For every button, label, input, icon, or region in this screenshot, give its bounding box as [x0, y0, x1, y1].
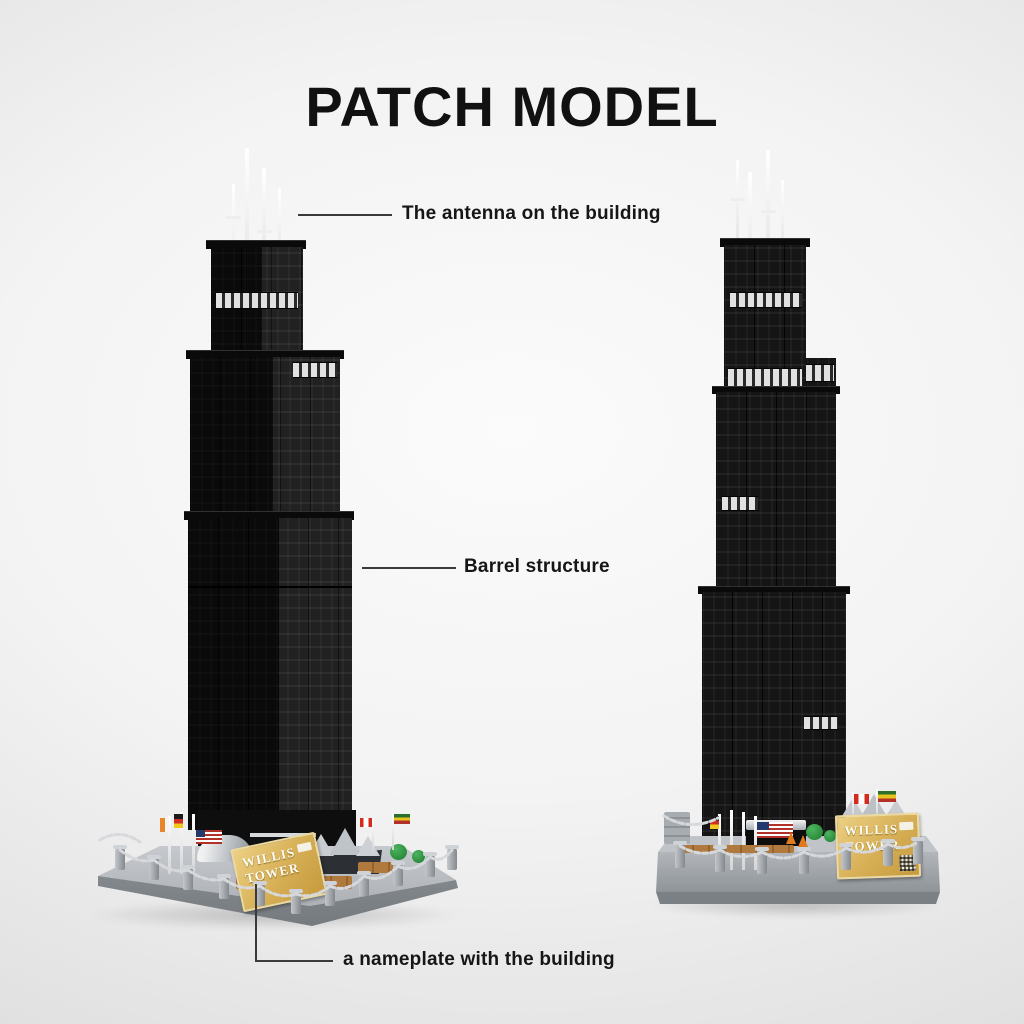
flagpole [718, 814, 721, 870]
callout-label-barrel: Barrel structure [464, 556, 610, 577]
lit-window-band [216, 292, 298, 309]
fence-pillar [391, 861, 405, 886]
callout-label-antenna: The antenna on the building [402, 203, 661, 224]
page-title: PATCH MODEL [305, 75, 719, 138]
nameplate-chip [296, 841, 313, 853]
crystal-sculpture-icon [330, 828, 360, 855]
canada-flag-icon [854, 794, 869, 804]
tower-roofline [712, 386, 840, 394]
antenna-mast-icon [736, 160, 739, 288]
fence-pillar [755, 847, 769, 874]
lit-window-band [728, 368, 802, 387]
tower-roofline [720, 238, 810, 247]
orange-pennant-icon [160, 818, 169, 832]
fence-pillar [673, 841, 687, 868]
lit-window-band [722, 496, 758, 511]
tower-roofline [184, 511, 354, 520]
tower-lower-tier [702, 592, 846, 845]
tower-seam [188, 586, 352, 588]
tower-lower-tier [188, 518, 352, 830]
tricolor-stripe-flag-icon [394, 814, 410, 824]
tricolor-stripe-flag-icon [878, 791, 896, 802]
flagpole [852, 792, 854, 818]
callout-line [255, 884, 257, 962]
fence-pillar [911, 837, 925, 864]
base-platform-bevel [656, 892, 940, 904]
fence-pillar [289, 889, 303, 914]
nameplate-chip [899, 821, 914, 831]
planter-brown [678, 845, 794, 853]
fence-pillar [217, 874, 231, 899]
germany-flag-icon [710, 816, 719, 829]
lit-window-band [293, 362, 337, 378]
callout-line [298, 214, 392, 216]
fence-pillar [839, 843, 853, 870]
nameplate-line1: WILLIS [844, 821, 899, 839]
callout-line [255, 960, 333, 962]
nameplate-text: WILLIS TOWER [241, 844, 301, 887]
tower-roofline [186, 350, 344, 359]
antenna-crossbar-icon [226, 216, 241, 219]
tree-icon [824, 830, 836, 842]
germany-flag-icon [174, 814, 183, 828]
lit-window-band [804, 716, 838, 730]
tower-top-tier [724, 245, 806, 392]
antenna-mast-icon [766, 150, 770, 312]
flagpole [168, 816, 171, 874]
flagpole [742, 812, 745, 870]
flagpole [392, 814, 394, 850]
antenna-mast-icon [262, 168, 266, 310]
tree-icon [806, 824, 823, 840]
callout-label-nameplate: a nameplate with the building [343, 949, 615, 970]
fence-pillar [797, 847, 811, 874]
fence-pillar [323, 881, 337, 906]
antenna-mast-icon [781, 180, 784, 292]
canada-flag-icon [360, 818, 372, 827]
tower-middle-tier [716, 392, 836, 592]
lit-window-band [806, 364, 834, 382]
fence-pillar [181, 865, 195, 890]
antenna-crossbar-icon [730, 198, 745, 201]
fence-pillar [113, 845, 127, 870]
fence-pillar [423, 852, 437, 877]
traffic-cone-icon [786, 832, 796, 844]
crystal-sculpture-icon [886, 800, 906, 816]
tower-middle-tier [190, 357, 340, 517]
fence-pillar [881, 839, 895, 866]
flagpole [730, 810, 733, 870]
fence-pillar [445, 845, 459, 870]
flagpole [754, 816, 757, 870]
antenna-crossbar-icon [761, 210, 776, 213]
fence-pillar [147, 855, 161, 880]
us-flag-canton [196, 830, 205, 837]
callout-line [362, 567, 456, 569]
us-flag-canton [757, 822, 769, 830]
stone-block [664, 812, 690, 844]
lit-window-band [730, 292, 802, 308]
crystal-sculpture-icon [356, 836, 380, 856]
antenna-crossbar-icon [257, 230, 272, 233]
flagpole [372, 818, 374, 852]
fence-pillar [713, 845, 727, 872]
flagpole [180, 812, 183, 874]
traffic-cone-icon [798, 835, 808, 847]
tower-roofline [206, 240, 306, 249]
fence-pillar [357, 871, 371, 896]
tower-roofline [698, 586, 850, 594]
flagpole [192, 814, 195, 874]
flagpole [876, 789, 878, 816]
